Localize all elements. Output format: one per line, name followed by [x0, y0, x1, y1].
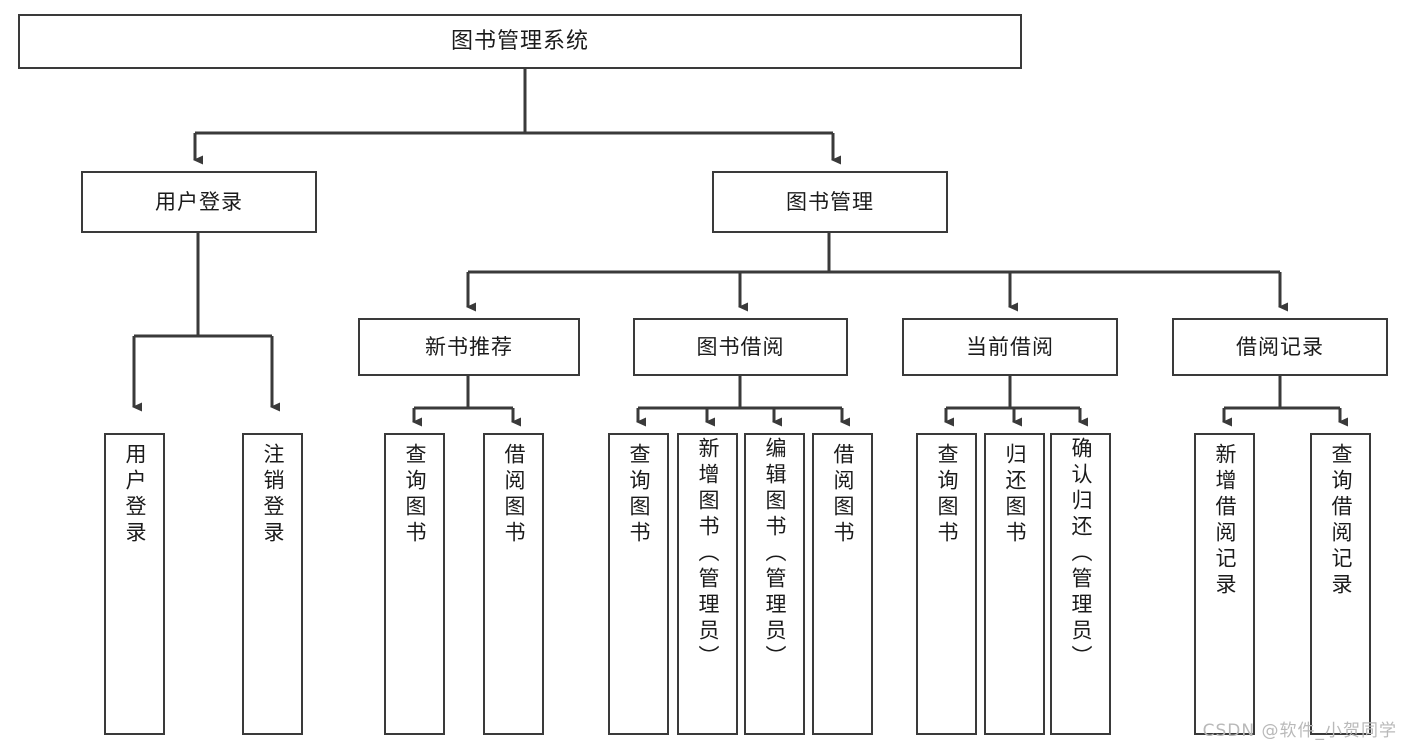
node-book-management[interactable]: 图书管理	[712, 171, 948, 233]
leaf-confirm-return-admin[interactable]: 确认归还（管理员）	[1050, 433, 1111, 735]
leaf-query-book-borrow[interactable]: 查询图书	[608, 433, 669, 735]
leaf-query-book-current[interactable]: 查询图书	[916, 433, 977, 735]
node-user-login[interactable]: 用户登录	[81, 171, 317, 233]
leaf-borrow-book[interactable]: 借阅图书	[812, 433, 873, 735]
leaf-return-book[interactable]: 归还图书	[984, 433, 1045, 735]
node-label: 新增借阅记录	[1213, 443, 1237, 599]
watermark-text: CSDN @软件_小贺同学	[1202, 721, 1397, 741]
node-label: 图书借阅	[696, 334, 785, 359]
leaf-query-book-recommend[interactable]: 查询图书	[384, 433, 445, 735]
node-label: 归还图书	[1003, 443, 1027, 547]
leaf-borrow-book-recommend[interactable]: 借阅图书	[483, 433, 544, 735]
node-borrow-record[interactable]: 借阅记录	[1172, 318, 1388, 376]
node-label: 查询图书	[403, 443, 427, 547]
node-label: 当前借阅	[966, 334, 1054, 359]
node-book-borrow[interactable]: 图书借阅	[633, 318, 848, 376]
node-label: 查询图书	[935, 443, 959, 547]
node-label: 借阅图书	[502, 443, 526, 547]
node-new-book-recommend[interactable]: 新书推荐	[358, 318, 580, 376]
node-label: 新书推荐	[425, 334, 513, 359]
leaf-query-borrow-record[interactable]: 查询借阅记录	[1310, 433, 1371, 735]
node-label: 确认归还（管理员）	[1069, 437, 1093, 671]
node-label: 查询借阅记录	[1329, 443, 1353, 599]
node-root-book-management-system[interactable]: 图书管理系统	[18, 14, 1022, 69]
node-label: 编辑图书（管理员）	[763, 437, 787, 671]
node-label: 借阅图书	[831, 443, 855, 547]
leaf-add-borrow-record[interactable]: 新增借阅记录	[1194, 433, 1255, 735]
node-label: 用户登录	[155, 189, 243, 214]
node-label: 借阅记录	[1236, 334, 1324, 359]
node-label: 用户登录	[123, 443, 147, 547]
node-label: 查询图书	[627, 443, 651, 547]
node-label: 图书管理	[786, 189, 874, 214]
leaf-logout[interactable]: 注销登录	[242, 433, 303, 735]
node-label: 图书管理系统	[450, 28, 589, 54]
node-label: 注销登录	[261, 443, 285, 547]
leaf-add-book-admin[interactable]: 新增图书（管理员）	[677, 433, 738, 735]
leaf-user-login[interactable]: 用户登录	[104, 433, 165, 735]
node-label: 新增图书（管理员）	[696, 437, 720, 671]
leaf-edit-book-admin[interactable]: 编辑图书（管理员）	[744, 433, 805, 735]
node-current-borrow[interactable]: 当前借阅	[902, 318, 1118, 376]
